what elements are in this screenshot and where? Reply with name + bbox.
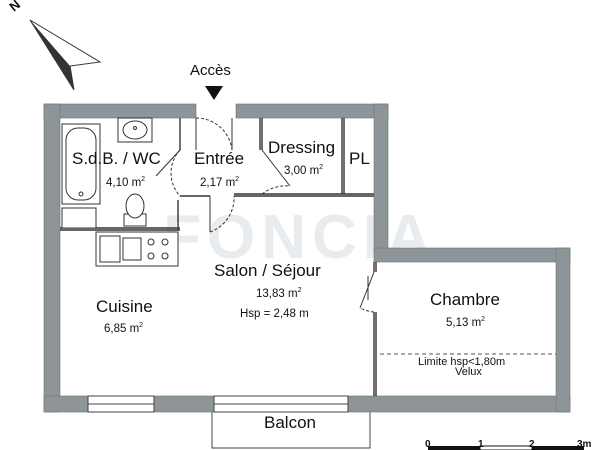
room-dressing-name: Dressing xyxy=(268,138,336,157)
exterior-walls xyxy=(43,103,571,413)
scale-tick-2: 2 xyxy=(529,439,535,450)
scale-tick-1: 1 xyxy=(478,439,484,450)
doors xyxy=(155,117,375,313)
room-cuisine-name: Cuisine xyxy=(96,297,153,316)
scale-tick-3: 3m xyxy=(577,439,592,450)
toilet xyxy=(123,193,147,227)
room-salon-area: 13,83 m2 xyxy=(256,287,302,300)
room-chambre-area: 5,13 m2 xyxy=(446,316,486,329)
room-entree-area: 2,17 m2 xyxy=(200,176,240,189)
room-sdb-area: 4,10 m2 xyxy=(106,176,146,189)
interior-walls xyxy=(60,118,377,396)
room-dressing-area: 3,00 m2 xyxy=(284,164,324,177)
chambre-height-limit: Limite hsp<1,80m xyxy=(418,356,506,368)
entrance-arrow-icon xyxy=(205,86,223,100)
room-chambre-name: Chambre xyxy=(430,290,500,309)
room-balcon-name: Balcon xyxy=(264,413,316,432)
kitchen-counter xyxy=(95,231,179,267)
room-salon-name: Salon / Séjour xyxy=(214,261,321,280)
scale-bar xyxy=(428,445,584,450)
bathtub xyxy=(61,123,101,205)
room-salon-height: Hsp = 2,48 m xyxy=(240,308,309,320)
bathroom-sink xyxy=(117,117,153,143)
room-sdb-name: S.d.B. / WC xyxy=(72,149,161,168)
compass-north-arrow-icon: N xyxy=(6,0,102,91)
room-cuisine-area: 6,85 m2 xyxy=(104,322,144,335)
balcony xyxy=(211,407,371,449)
scale-tick-0: 0 xyxy=(425,439,431,450)
chambre-velux: Velux xyxy=(455,366,482,378)
washer-box xyxy=(61,207,97,229)
windows xyxy=(87,395,349,413)
entrance-label: Accès xyxy=(190,62,231,79)
compass-letter: N xyxy=(6,0,23,14)
room-pl-name: PL xyxy=(349,149,370,168)
room-entree-name: Entrée xyxy=(194,149,245,168)
